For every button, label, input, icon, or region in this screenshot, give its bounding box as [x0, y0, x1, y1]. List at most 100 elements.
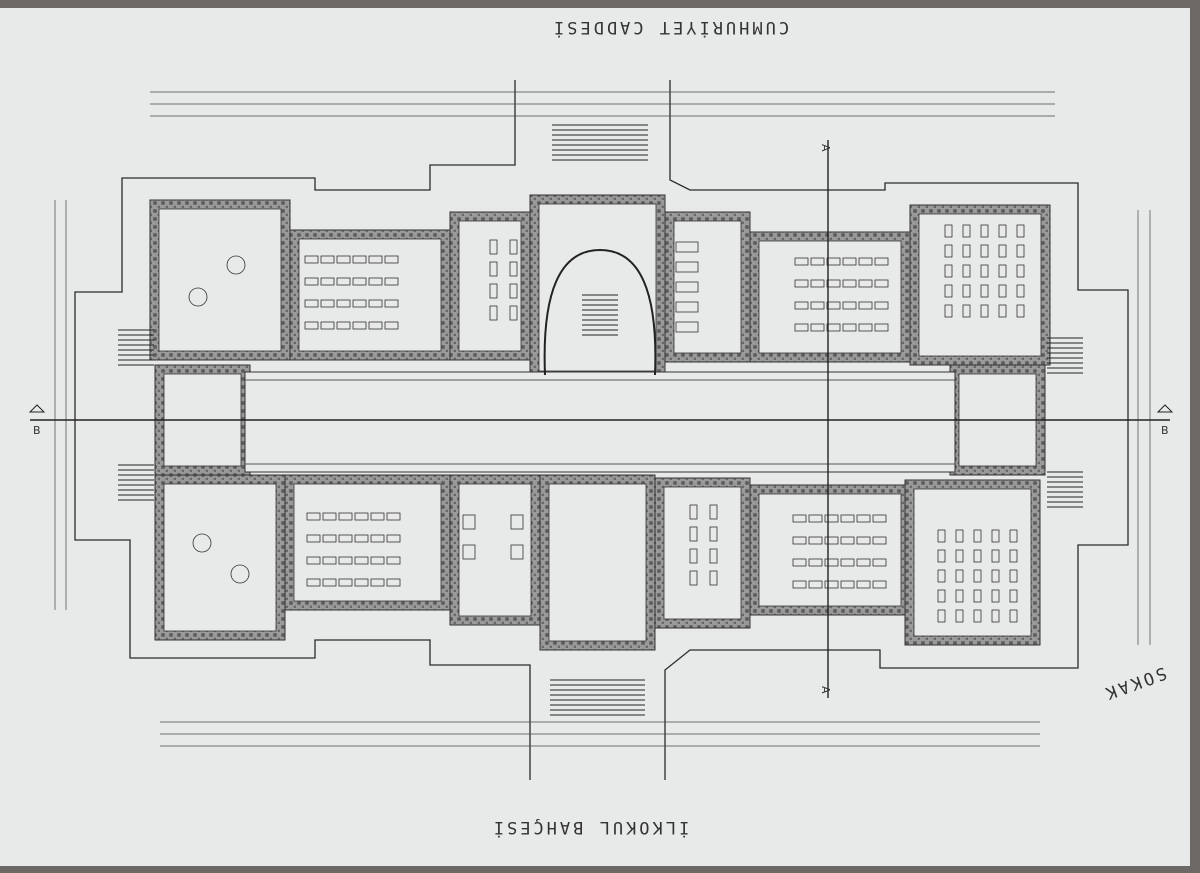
desk — [962, 284, 971, 298]
desk — [709, 504, 718, 520]
desk — [826, 323, 841, 332]
desk — [840, 536, 855, 545]
desk — [354, 512, 369, 521]
desk — [810, 257, 825, 266]
desk — [826, 301, 841, 310]
desk — [973, 529, 982, 543]
desk — [794, 323, 809, 332]
room — [458, 483, 532, 617]
desk — [306, 578, 321, 587]
desk — [368, 321, 383, 330]
desk — [980, 264, 989, 278]
round-table — [188, 287, 208, 307]
section-b-left: B — [33, 424, 41, 437]
desk — [810, 301, 825, 310]
desk — [973, 589, 982, 603]
desk — [320, 321, 335, 330]
desk — [980, 224, 989, 238]
desk — [840, 580, 855, 589]
desk — [336, 299, 351, 308]
desk — [944, 304, 953, 318]
desk — [998, 304, 1007, 318]
desk — [489, 239, 498, 255]
section-markers: B B A A — [28, 144, 1174, 694]
desk — [874, 279, 889, 288]
desk — [1016, 284, 1025, 298]
round-table — [226, 255, 246, 275]
desk — [384, 321, 399, 330]
desk — [354, 556, 369, 565]
desk — [991, 569, 1000, 583]
desk — [306, 534, 321, 543]
desk — [998, 284, 1007, 298]
desk — [354, 534, 369, 543]
desk — [370, 512, 385, 521]
desk — [320, 255, 335, 264]
desk — [794, 279, 809, 288]
desk — [352, 299, 367, 308]
desk — [944, 224, 953, 238]
desk — [1009, 589, 1018, 603]
desk — [509, 261, 518, 277]
desk — [955, 529, 964, 543]
desk — [858, 323, 873, 332]
desk — [304, 299, 319, 308]
desk — [858, 279, 873, 288]
desk — [322, 512, 337, 521]
corridor — [244, 371, 956, 473]
desk — [338, 556, 353, 565]
desk — [955, 589, 964, 603]
desk — [962, 224, 971, 238]
section-a-bottom: A — [819, 686, 832, 694]
desk — [872, 536, 887, 545]
desk — [336, 321, 351, 330]
desk — [509, 305, 518, 321]
desk — [808, 558, 823, 567]
desk — [955, 609, 964, 623]
room — [548, 483, 647, 642]
desk — [874, 323, 889, 332]
desk — [1009, 549, 1018, 563]
desk — [840, 514, 855, 523]
room — [298, 238, 442, 352]
desk — [675, 281, 699, 293]
desk — [322, 556, 337, 565]
round-table — [192, 533, 212, 553]
desk — [354, 578, 369, 587]
desk — [306, 556, 321, 565]
desk — [489, 261, 498, 277]
desk — [874, 301, 889, 310]
desk — [792, 580, 807, 589]
desk — [991, 549, 1000, 563]
desk — [842, 279, 857, 288]
desk — [386, 556, 401, 565]
desk — [370, 534, 385, 543]
desk — [991, 589, 1000, 603]
desk — [509, 283, 518, 299]
desk — [489, 305, 498, 321]
desk — [320, 299, 335, 308]
desk — [991, 609, 1000, 623]
desk — [842, 301, 857, 310]
desk — [1016, 264, 1025, 278]
desk — [689, 526, 698, 542]
desk — [709, 548, 718, 564]
desk — [842, 323, 857, 332]
desk — [1016, 224, 1025, 238]
desk — [824, 514, 839, 523]
desk — [368, 299, 383, 308]
desk — [384, 277, 399, 286]
street-label-top: CUMHURİYET CADDESİ — [551, 17, 789, 38]
desk — [944, 264, 953, 278]
room — [913, 488, 1032, 637]
desk — [689, 548, 698, 564]
site-boundary — [74, 80, 1129, 780]
dimension-lines — [54, 91, 1151, 747]
desk — [304, 321, 319, 330]
desk — [998, 244, 1007, 258]
desk — [306, 512, 321, 521]
desk — [937, 569, 946, 583]
desk — [352, 255, 367, 264]
desk — [352, 321, 367, 330]
desk — [810, 323, 825, 332]
